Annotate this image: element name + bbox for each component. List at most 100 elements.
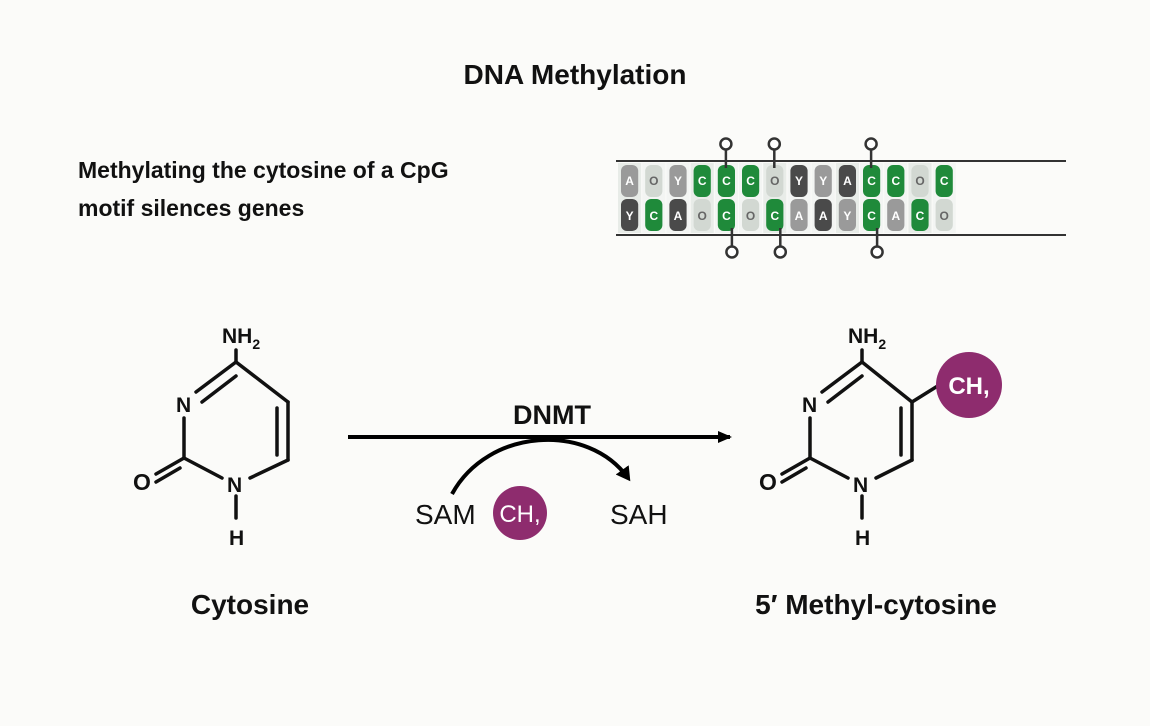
dna-bottom-base-label: C	[722, 209, 731, 223]
dna-bottom-base-label: A	[674, 209, 683, 223]
methyl-marker-top	[719, 137, 733, 151]
dna-bottom-base	[911, 199, 929, 231]
dna-bottom-base	[621, 199, 639, 231]
cytosine-bond-n3-c4	[194, 360, 238, 394]
dna-top-base-label: Y	[674, 174, 682, 188]
dna-top-base	[790, 165, 808, 197]
cytosine-name: Cytosine	[191, 589, 309, 620]
methylcytosine-molecule	[780, 348, 946, 520]
cytosine-bond-c2-o-double	[154, 466, 182, 484]
cytosine-n1-label: N	[227, 474, 242, 497]
cytosine-nh2-label: NH2	[222, 325, 260, 352]
dna-bottom-base	[838, 199, 856, 231]
dna-top-base	[887, 165, 905, 197]
dna-bottom-base-label: A	[795, 209, 804, 223]
cytosine-bond-c2-o	[154, 456, 186, 476]
methylcytosine-nh2-label: NH2	[848, 325, 886, 352]
methyl-marker-top	[767, 137, 782, 151]
dna-top-base	[911, 165, 929, 197]
dna-top-base-label: O	[915, 174, 924, 188]
cytosine-molecule	[154, 348, 290, 520]
dna-top-base-label: A	[843, 174, 852, 188]
cytosine-bond-n3-c4-double	[200, 374, 238, 404]
dna-top-base-label: C	[746, 174, 755, 188]
dna-top-base-label: A	[625, 174, 634, 188]
cofactor-curved-arrow	[450, 437, 631, 495]
dna-bottom-base-label: O	[746, 209, 755, 223]
dna-bottom-base-label: O	[698, 209, 707, 223]
dna-top-base-label: C	[891, 174, 900, 188]
methyl-marker-bottom	[870, 245, 884, 259]
dna-top-base	[863, 165, 881, 197]
subtitle-line-2: motif silences genes	[78, 195, 304, 221]
dna-top-base	[814, 165, 832, 197]
methylcytosine-bond-c4-c5	[860, 360, 914, 404]
methylcytosine-n3-label: N	[802, 394, 817, 417]
dna-top-base-label: O	[649, 174, 658, 188]
cytosine-bond-c4-c5	[234, 360, 290, 404]
methylcytosine-bond-n3-c4	[820, 360, 864, 394]
methylcytosine-bond-n3-c4-double	[826, 374, 864, 404]
methylcytosine-bond-c6-n1	[874, 458, 914, 480]
dna-top-base-label: C	[698, 174, 707, 188]
cytosine-bond-n1-c2	[182, 456, 224, 480]
cytosine-h-label: H	[229, 527, 244, 550]
dna-top-base-label: Y	[819, 174, 827, 188]
methylcytosine-bond-n1-c2	[808, 456, 850, 480]
dna-top-base-label: C	[722, 174, 731, 188]
methylcytosine-bond-c2-o	[780, 456, 812, 476]
subtitle-line-1: Methylating the cytosine of a CpG	[78, 157, 449, 183]
dna-top-base-label: C	[867, 174, 876, 188]
sah-label: SAH	[610, 499, 668, 530]
methylcytosine-bond-c2-o-double	[780, 466, 808, 484]
dna-top-base	[742, 165, 760, 197]
dna-bottom-base-label: A	[819, 209, 828, 223]
dna-top-base-label: O	[770, 174, 779, 188]
dna-top-base	[838, 165, 856, 197]
cytosine-bond-c6-n1	[248, 458, 290, 480]
dna-bottom-base	[742, 199, 760, 231]
dna-bottom-base	[814, 199, 832, 231]
dna-top-base	[645, 165, 663, 197]
dna-top-base	[717, 165, 735, 197]
dna-bottom-base	[935, 199, 953, 231]
dna-top-base	[693, 165, 711, 197]
methyl-marker-top	[864, 137, 878, 151]
methylcytosine-o-label: O	[759, 469, 777, 495]
methylcytosine-methyl-label: CH,	[948, 373, 989, 400]
dna-bottom-base-label: C	[867, 209, 876, 223]
methyl-marker-bottom	[725, 245, 739, 259]
methylcytosine-methyl-group	[936, 352, 1002, 418]
dna-top-base	[669, 165, 687, 197]
dna-top-base-label: C	[940, 174, 949, 188]
dna-bottom-base	[863, 199, 881, 231]
sam-methyl-label: CH,	[499, 501, 540, 528]
dna-top-base	[766, 165, 784, 197]
enzyme-label: DNMT	[513, 400, 591, 430]
dna-bottom-base-label: C	[770, 209, 779, 223]
dna-bottom-base	[693, 199, 711, 231]
dna-bottom-base	[717, 199, 735, 231]
dna-bottom-base	[887, 199, 905, 231]
diagram-title: DNA Methylation	[464, 59, 687, 90]
dna-bottom-base-label: Y	[843, 209, 851, 223]
sam-label: SAM	[415, 499, 476, 530]
methylcytosine-h-label: H	[855, 527, 870, 550]
methylcytosine-n1-label: N	[853, 474, 868, 497]
dna-bottom-base-label: A	[891, 209, 900, 223]
sam-methyl-group	[493, 486, 547, 540]
dna-bottom-base-label: C	[649, 209, 658, 223]
dna-bottom-base	[645, 199, 663, 231]
methyl-marker-bottom	[773, 245, 788, 259]
dna-top-base	[621, 165, 639, 197]
dna-bottom-base	[766, 199, 784, 231]
dna-top-base	[935, 165, 953, 197]
dna-bottom-base-label: O	[940, 209, 949, 223]
dna-bottom-base-label: Y	[626, 209, 634, 223]
dna-top-base-label: Y	[795, 174, 803, 188]
methylcytosine-name: 5′ Methyl-cytosine	[755, 589, 997, 620]
cytosine-n3-label: N	[176, 394, 191, 417]
cytosine-o-label: O	[133, 469, 151, 495]
